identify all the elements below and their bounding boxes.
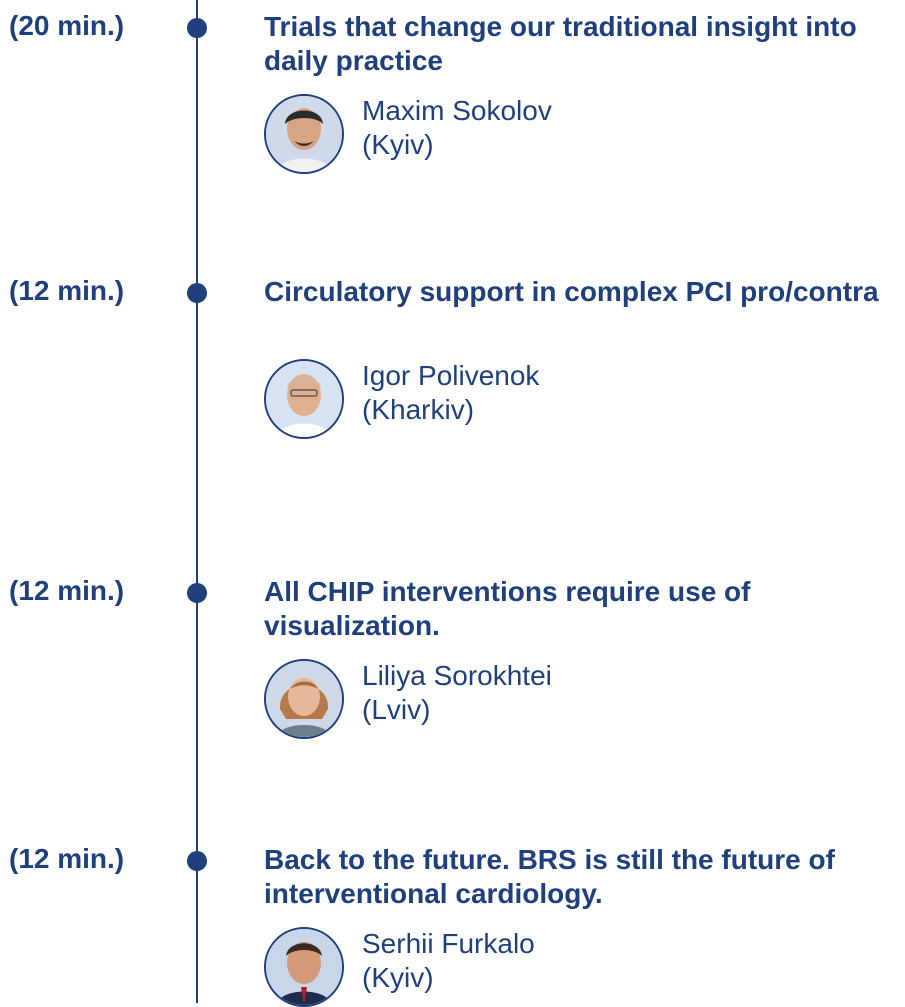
speaker-photo-icon: [264, 359, 344, 439]
speaker-city: (Lviv): [362, 694, 431, 725]
speaker-city: (Kyiv): [362, 962, 434, 993]
speaker-name: Maxim Sokolov: [362, 95, 552, 126]
speaker-photo-icon: [264, 659, 344, 739]
speaker: Maxim Sokolov (Kyiv): [264, 94, 864, 174]
speaker-city: (Kharkiv): [362, 394, 475, 425]
speaker-photo-icon: [264, 94, 344, 174]
session-title: Trials that change our traditional insig…: [264, 11, 857, 76]
speaker-name: Igor Polivenok: [362, 360, 540, 391]
session-item: (12 min.) All CHIP interventions require…: [0, 575, 905, 775]
session-title: All CHIP interventions require use of vi…: [264, 576, 751, 641]
session-item: (12 min.) Circulatory support in complex…: [0, 275, 905, 475]
session-duration: (20 min.): [9, 10, 125, 41]
speaker: Igor Polivenok (Kharkiv): [264, 359, 864, 439]
speaker: Serhii Furkalo (Kyiv): [264, 927, 864, 1007]
speaker: Liliya Sorokhtei (Lviv): [264, 659, 864, 739]
speaker-name: Liliya Sorokhtei: [362, 660, 552, 691]
session-item: (12 min.) Back to the future. BRS is sti…: [0, 843, 905, 1007]
speaker-photo-icon: [264, 927, 344, 1007]
speaker-city: (Kyiv): [362, 129, 434, 160]
session-title: Circulatory support in complex PCI pro/c…: [264, 276, 879, 307]
timeline-dot: [187, 851, 207, 871]
session-item: (20 min.) Trials that change our traditi…: [0, 10, 905, 210]
speaker-name: Serhii Furkalo: [362, 928, 535, 959]
timeline-dot: [187, 583, 207, 603]
session-duration: (12 min.): [9, 575, 125, 606]
timeline-line: [196, 0, 198, 1003]
session-duration: (12 min.): [9, 843, 125, 874]
session-duration: (12 min.): [9, 275, 125, 306]
timeline-dot: [187, 18, 207, 38]
session-title: Back to the future. BRS is still the fut…: [264, 844, 835, 909]
timeline-dot: [187, 283, 207, 303]
